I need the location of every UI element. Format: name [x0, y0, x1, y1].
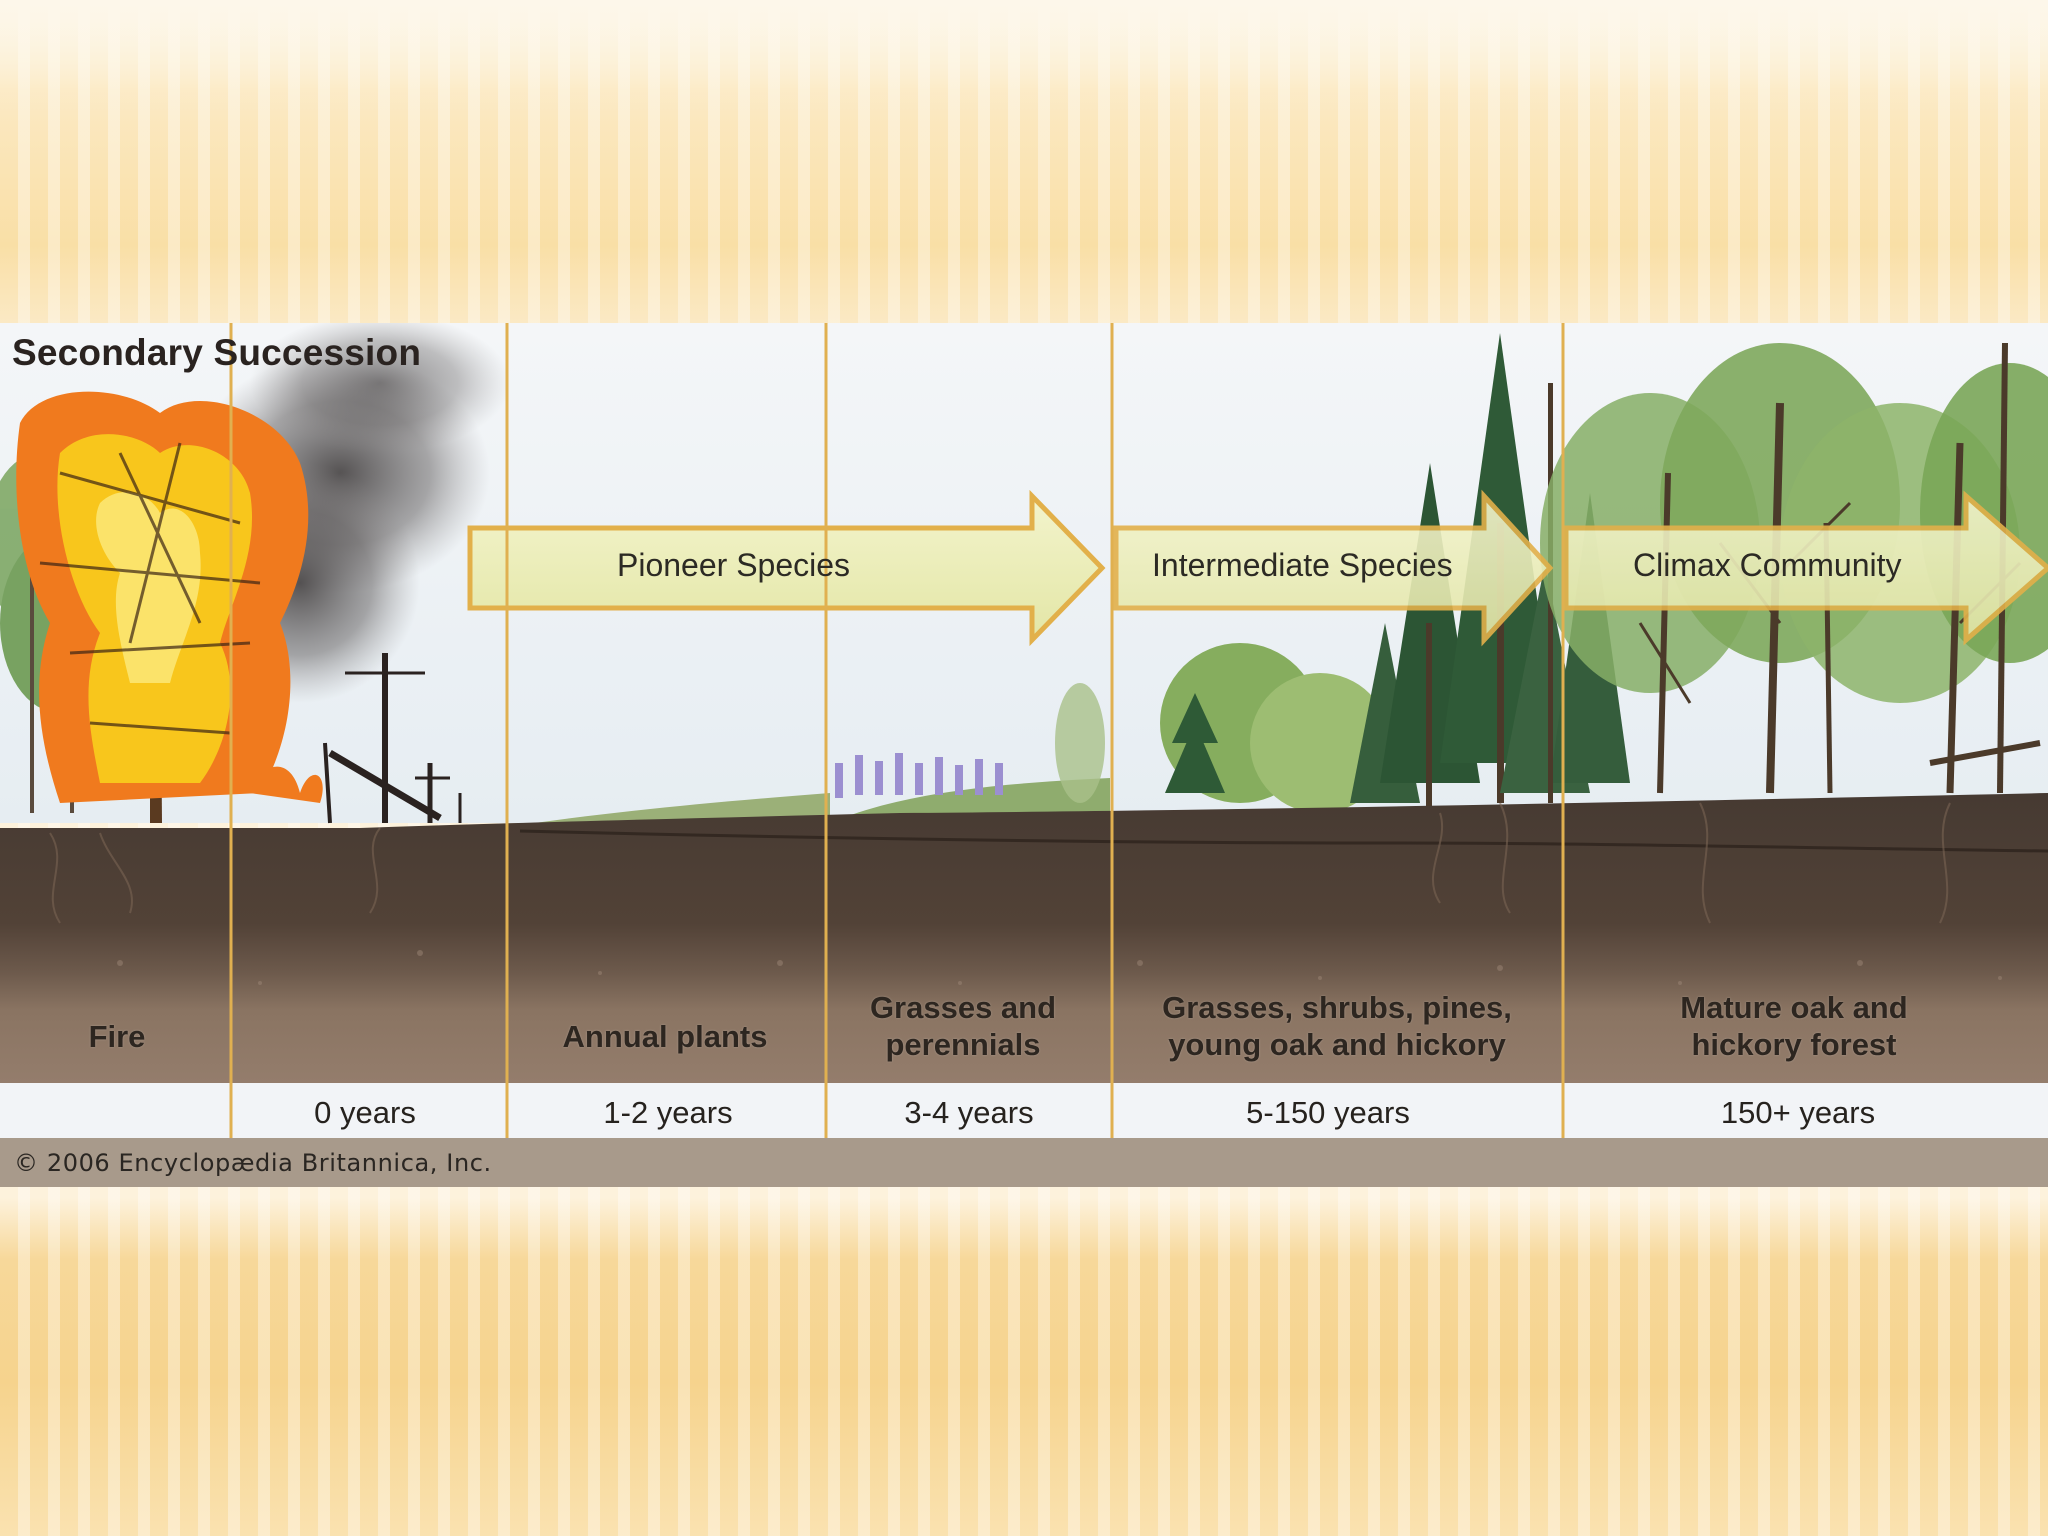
- pioneer-arrow: [467, 489, 1106, 647]
- intermediate-species-label: Intermediate Species: [1152, 547, 1453, 583]
- burnt-snags: [323, 653, 462, 824]
- stage-label-line: young oak and hickory: [1168, 1027, 1506, 1062]
- year-label-2: 3-4 years: [904, 1095, 1034, 1130]
- soil-speckles: [117, 950, 2002, 985]
- stage-dividers: [229, 323, 1565, 1138]
- stage-label-grasses-perennials: Grasses and perennials: [773, 989, 1153, 1063]
- stage-label-mature-forest: Mature oak and hickory forest: [1604, 989, 1984, 1063]
- year-label-1: 1-2 years: [603, 1095, 733, 1130]
- year-label-0: 0 years: [314, 1095, 416, 1130]
- smoke-cloud: [250, 323, 510, 453]
- succession-figure: [0, 323, 2048, 1187]
- stage-label-line: perennials: [885, 1027, 1041, 1062]
- stage-label-annual-plants: Annual plants: [475, 1018, 855, 1055]
- stage-label-line: hickory forest: [1691, 1027, 1897, 1062]
- stage-label-line: Annual plants: [562, 1019, 768, 1054]
- slide-top-fade: [0, 0, 2048, 90]
- soil-horizon-line: [519, 829, 2048, 853]
- roots: [49, 802, 1951, 924]
- copyright-notice: © 2006 Encyclopædia Britannica, Inc.: [14, 1149, 492, 1177]
- pioneer-species-label: Pioneer Species: [617, 547, 851, 583]
- burning-tree: [16, 391, 323, 823]
- stage-label-intermediate: Grasses, shrubs, pines, young oak and hi…: [1147, 989, 1527, 1063]
- year-label-3: 5-150 years: [1246, 1095, 1410, 1130]
- climax-arrow: [1563, 490, 2048, 646]
- stage-label-fire: Fire: [0, 1018, 307, 1055]
- copyright-band: [0, 1138, 2048, 1187]
- years-band: [0, 1083, 2048, 1138]
- year-label-4: 150+ years: [1720, 1095, 1876, 1130]
- stage-label-line: Mature oak and: [1680, 990, 1908, 1025]
- stage-label-line: Fire: [88, 1019, 146, 1054]
- intermediate-arrow: [1113, 489, 1554, 647]
- succession-illustration: [0, 323, 2048, 1187]
- diagram-title: Secondary Succession: [12, 332, 422, 373]
- climax-community-label: Climax Community: [1633, 547, 1902, 583]
- stage-label-line: Grasses and: [869, 990, 1057, 1025]
- stage-label-line: Grasses, shrubs, pines,: [1162, 990, 1512, 1025]
- soil: [0, 793, 2048, 1083]
